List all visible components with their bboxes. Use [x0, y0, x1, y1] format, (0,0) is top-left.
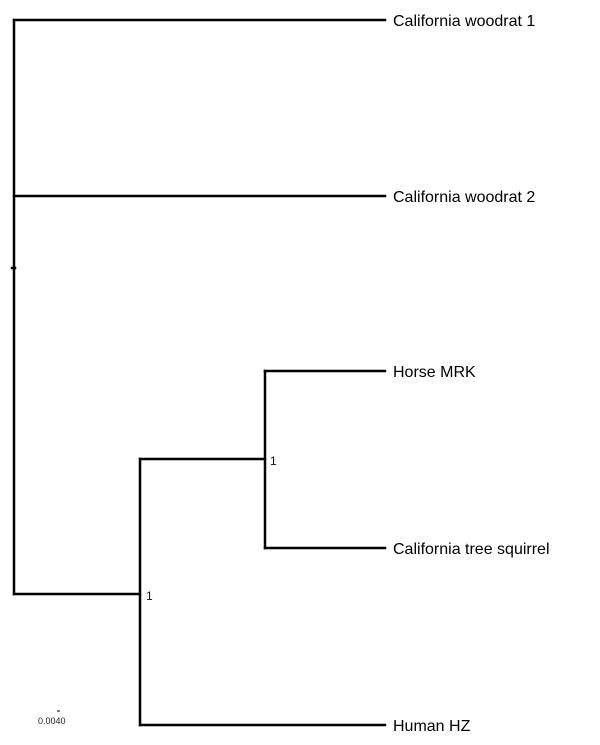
support-label-human-clade: 1 — [146, 589, 153, 603]
tip-label-horse: Horse MRK — [393, 364, 476, 381]
support-label-horse-squirrel: 1 — [270, 454, 277, 468]
scale-bar-label: 0.0040 — [38, 716, 66, 726]
tip-label-squirrel: California tree squirrel — [393, 541, 550, 558]
tip-label-woodrat2: California woodrat 2 — [393, 189, 535, 206]
tip-label-human: Human HZ — [393, 718, 471, 735]
tip-label-woodrat1: California woodrat 1 — [393, 13, 535, 30]
